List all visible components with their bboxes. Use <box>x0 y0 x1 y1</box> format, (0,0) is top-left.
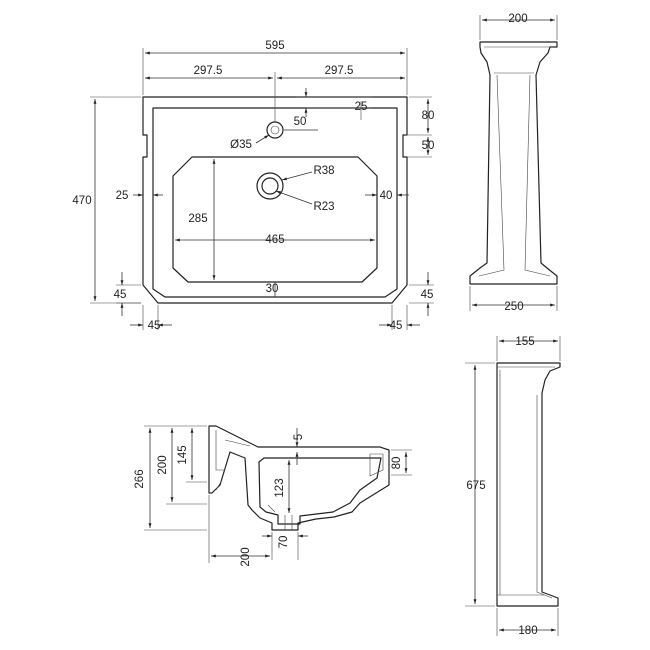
dim-overall-depth: 470 <box>72 195 91 207</box>
tap-hole <box>266 121 284 139</box>
pedestal-front-outline <box>469 41 558 285</box>
dim-pedestal-base-width: 250 <box>504 301 523 313</box>
dim-pedestal-top-width: 200 <box>508 13 527 25</box>
dim-chamfer-left-horizontal: 45 <box>148 320 161 332</box>
dim-waste-outer-radius: R38 <box>313 165 334 177</box>
dim-section-waste-width: 70 <box>278 536 290 549</box>
basin-section-view: 266 200 145 5 80 123 70 200 <box>134 425 412 567</box>
section-outline <box>208 425 390 531</box>
dim-tap-hole-diameter: Ø35 <box>230 139 252 151</box>
dim-chamfer-right-vertical: 45 <box>421 289 434 301</box>
pedestal-side-view: 155 675 180 <box>465 336 561 637</box>
dim-section-front-rim-height: 80 <box>391 457 403 470</box>
dim-section-waste-depth: 123 <box>274 478 286 497</box>
dim-pedestal-side-base-width: 180 <box>518 625 537 637</box>
dim-section-rim-drop: 5 <box>293 434 305 440</box>
section-waste <box>267 504 293 530</box>
dim-section-back-to-waste: 200 <box>240 547 252 566</box>
dim-chamfer-right-horizontal: 45 <box>390 320 403 332</box>
dim-pedestal-side-height: 675 <box>466 480 485 492</box>
section-front-rim <box>369 453 384 477</box>
tap-hole-inner <box>270 125 280 135</box>
pedestal-front-view: 200 250 <box>469 13 558 313</box>
dim-overall-width: 595 <box>265 40 284 52</box>
dim-bowl-depth: 285 <box>188 213 207 225</box>
pedestal-side-inner <box>497 366 555 599</box>
basin-inner-rim <box>152 107 398 298</box>
dim-section-bracket-height: 145 <box>177 445 189 464</box>
section-inner-bowl <box>258 457 382 525</box>
dim-section-overall-height: 266 <box>134 469 146 488</box>
waste-outer <box>256 172 284 200</box>
basin-plan-view: 595 297.5 297.5 470 25 50 Ø35 80 50 <box>72 40 434 332</box>
basin-bowl <box>172 156 378 283</box>
dim-front-rim: 30 <box>266 283 279 295</box>
dim-waste-inner-radius: R23 <box>313 201 334 213</box>
dim-chamfer-left-vertical: 45 <box>114 289 127 301</box>
dim-side-rim-right: 40 <box>380 190 393 202</box>
dim-half-width-right: 297.5 <box>325 65 354 77</box>
dim-side-rim-left: 25 <box>116 190 129 202</box>
basin-outline <box>142 96 408 304</box>
section-back-wall <box>215 430 251 491</box>
dim-pedestal-side-top-width: 155 <box>515 336 534 348</box>
dim-bowl-width: 465 <box>265 234 284 246</box>
pedestal-side-outline <box>496 362 561 607</box>
pedestal-front-inner <box>478 46 553 277</box>
dim-tap-hole-offset: 50 <box>294 116 307 128</box>
dim-half-width-left: 297.5 <box>194 65 223 77</box>
dim-back-ledge: 80 <box>422 110 435 122</box>
dim-ledge-step: 50 <box>422 140 435 152</box>
waste-inner <box>261 177 279 195</box>
dim-section-back-height: 200 <box>157 455 169 474</box>
